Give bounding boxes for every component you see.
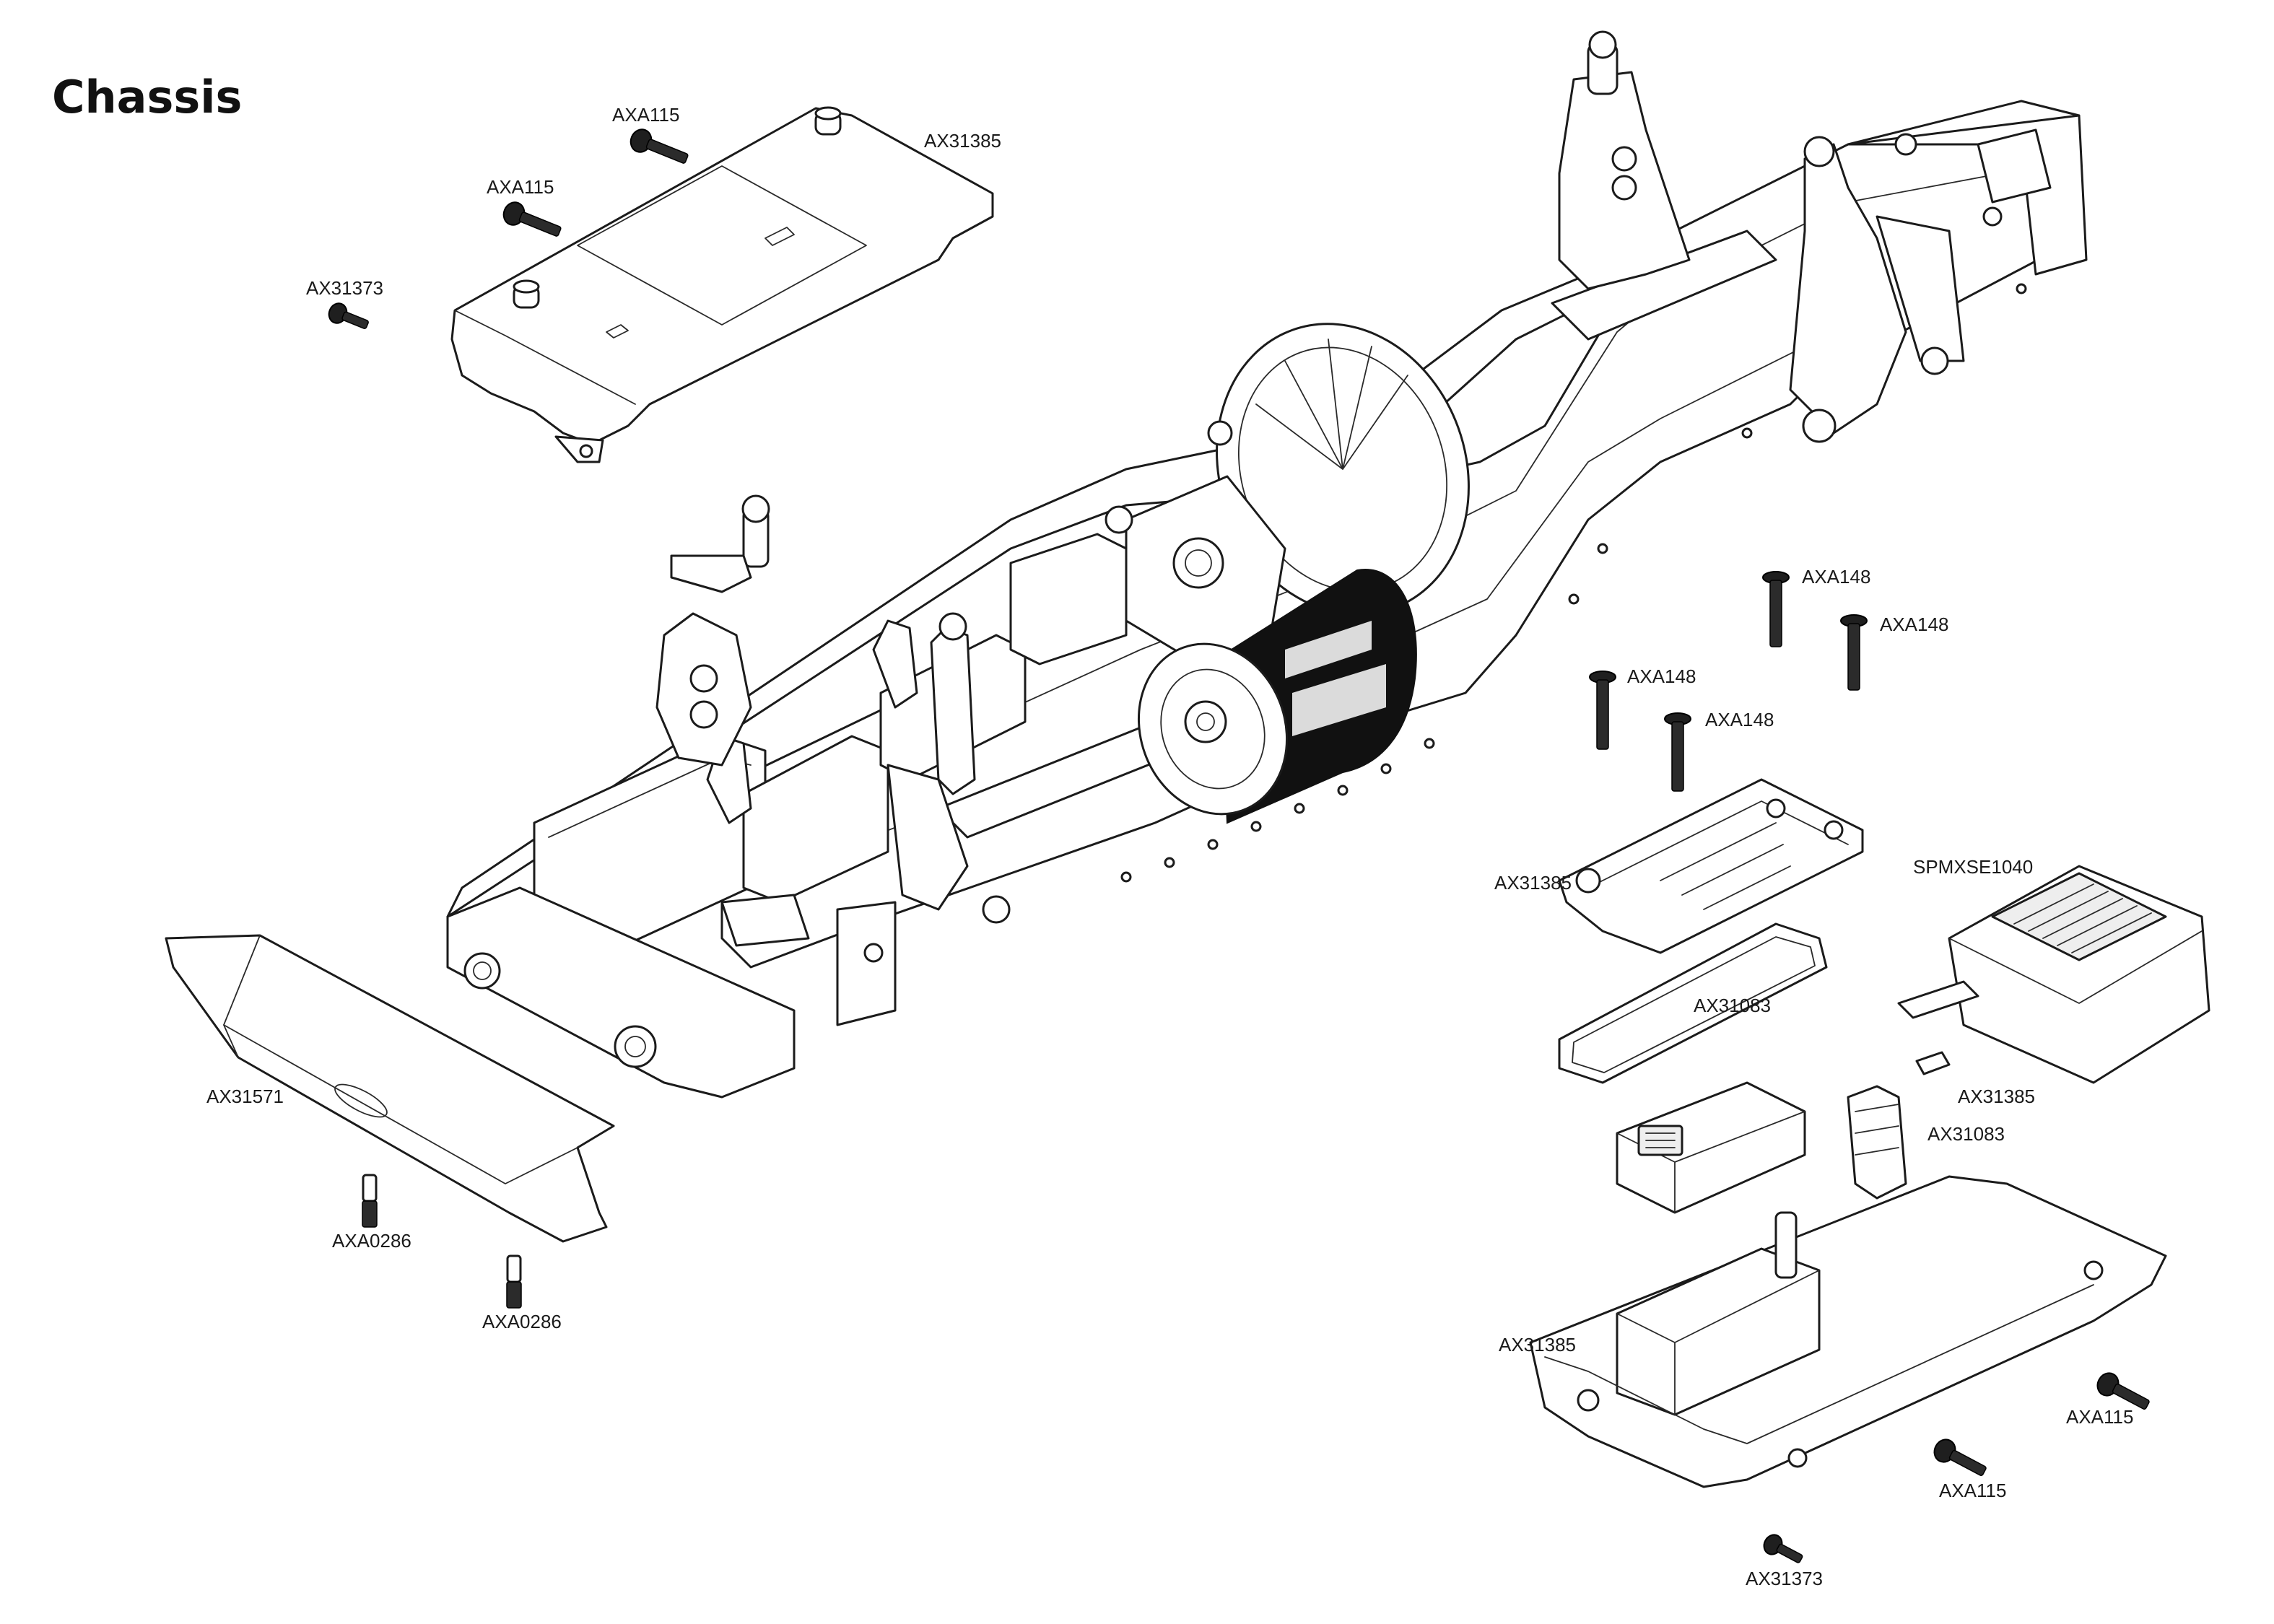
page-title: Chassis <box>52 71 243 123</box>
front-bumper <box>165 934 615 1243</box>
callout-ax31385-cover: AX31385 <box>1494 872 1572 894</box>
callout-axa148-4: AXA148 <box>1705 709 1774 730</box>
callout-axa115-bottom-1: AXA115 <box>2066 1406 2134 1428</box>
esc-gasket <box>1558 922 1828 1084</box>
esc-icon <box>1897 865 2210 1084</box>
callout-spmxse1040: SPMXSE1040 <box>1913 856 2034 878</box>
motor-icon <box>1137 569 1417 824</box>
transmission-housing <box>1105 323 1470 665</box>
front-shock-towers <box>655 494 1011 924</box>
callout-ax31385-tray: AX31385 <box>1499 1334 1576 1355</box>
callout-ax31571: AX31571 <box>206 1086 284 1107</box>
callout-axa0286-1: AXA0286 <box>332 1230 411 1252</box>
callout-axa0286-2: AXA0286 <box>482 1311 562 1332</box>
front-servo-mount <box>533 533 1128 969</box>
receiver-icon <box>1616 1081 1806 1214</box>
callout-ax31385-small: AX31385 <box>1958 1086 2035 1107</box>
callout-ax31083-gasket: AX31083 <box>1694 995 1771 1016</box>
front-bumper-mount <box>446 886 897 1099</box>
esc-cover <box>1558 778 1864 954</box>
callout-axa115-top-1: AXA115 <box>612 104 680 126</box>
top-battery-tray <box>450 106 994 463</box>
lower-battery-tray <box>1529 1175 2167 1488</box>
callout-ax31373-bottom: AX31373 <box>1746 1568 1823 1589</box>
callout-ax31385-top: AX31385 <box>924 130 1001 152</box>
small-connector <box>1915 1051 1951 1075</box>
receiver-plug <box>1847 1085 1907 1200</box>
callout-ax31373-top: AX31373 <box>306 277 383 299</box>
screw-icon <box>328 128 2150 1563</box>
callout-axa148-2: AXA148 <box>1880 614 1949 635</box>
callout-axa148-3: AXA148 <box>1627 665 1696 687</box>
rear-shock-towers <box>1558 30 2052 443</box>
callout-axa115-top-2: AXA115 <box>487 176 554 198</box>
callout-axa148-1: AXA148 <box>1802 566 1871 588</box>
callout-axa115-bottom-2: AXA115 <box>1939 1480 2007 1501</box>
callout-ax31083-plug: AX31083 <box>1927 1123 2005 1145</box>
